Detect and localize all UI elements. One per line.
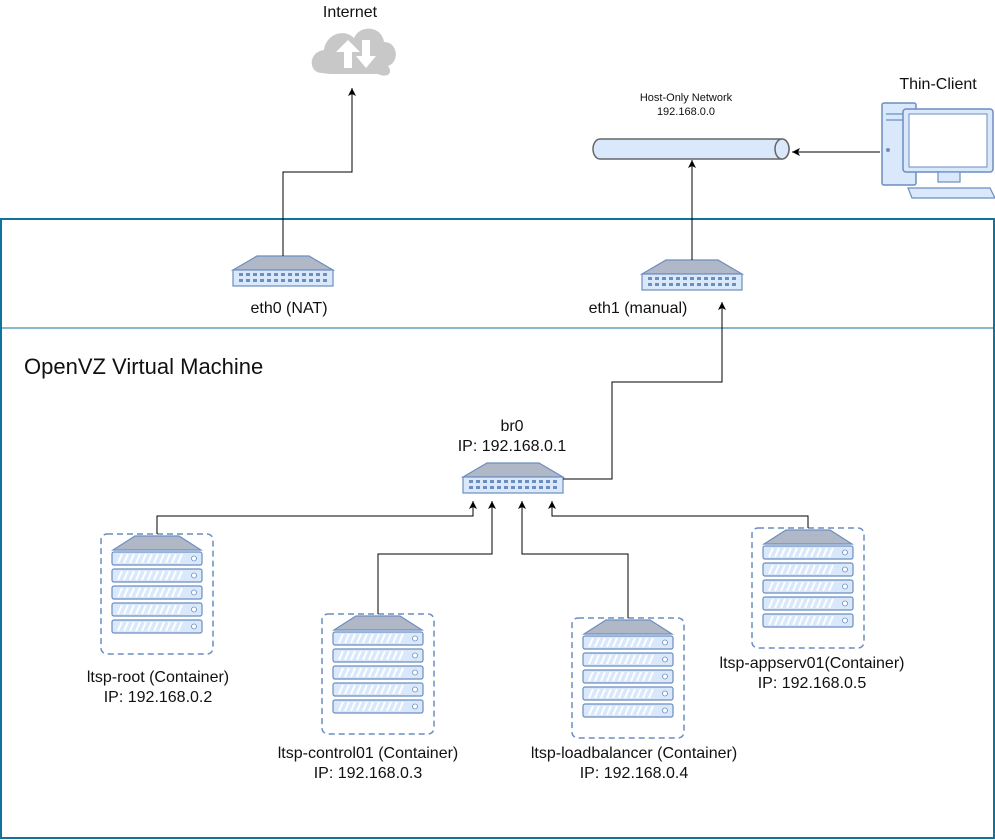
edge-loadbalancer-br0 [518, 501, 629, 618]
edge-br0-eth1 [563, 302, 726, 480]
container-ip: IP: 192.168.0.3 [313, 765, 423, 782]
thin-client-computer-icon [881, 102, 995, 199]
edge-eth0-internet [282, 88, 356, 256]
vm-boundary [0, 218, 995, 839]
container-name: ltsp-loadbalancer (Container) [530, 745, 738, 762]
eth0-switch-icon [232, 255, 334, 287]
container-name: ltsp-root (Container) [86, 669, 230, 686]
edge-appserv01-br0 [548, 501, 809, 528]
eth1-label: eth1 (manual) [588, 300, 688, 317]
container-ip: IP: 192.168.0.4 [579, 765, 689, 782]
host-only-network-pipe-icon [592, 138, 790, 160]
internet-cloud-icon [311, 28, 396, 76]
container-ltsp-control01-icon [322, 614, 434, 734]
container-ltsp-root-icon [101, 534, 213, 654]
container-name: ltsp-appserv01(Container) [719, 655, 905, 672]
host-only-network-subnet: 192.168.0.0 [656, 106, 716, 118]
thin-client-label: Thin-Client [899, 76, 977, 93]
eth0-label: eth0 (NAT) [250, 300, 328, 317]
br0-ip: IP: 192.168.0.1 [457, 438, 567, 455]
container-ip: IP: 192.168.0.2 [103, 689, 213, 706]
eth1-switch-icon [641, 259, 743, 291]
host-only-network-title: Host-Only Network [639, 92, 733, 104]
br0-switch-icon [462, 462, 564, 494]
container-ip: IP: 192.168.0.5 [757, 675, 867, 692]
container-name: ltsp-control01 (Container) [277, 745, 459, 762]
vm-title: OpenVZ Virtual Machine [24, 354, 264, 379]
br0-name: br0 [500, 418, 524, 435]
edge-root-br0 [156, 501, 477, 534]
container-ltsp-appserv01-icon [752, 528, 864, 648]
container-ltsp-loadbalancer-icon [572, 618, 684, 738]
internet-label: Internet [322, 4, 378, 21]
edge-control01-br0 [377, 501, 496, 614]
